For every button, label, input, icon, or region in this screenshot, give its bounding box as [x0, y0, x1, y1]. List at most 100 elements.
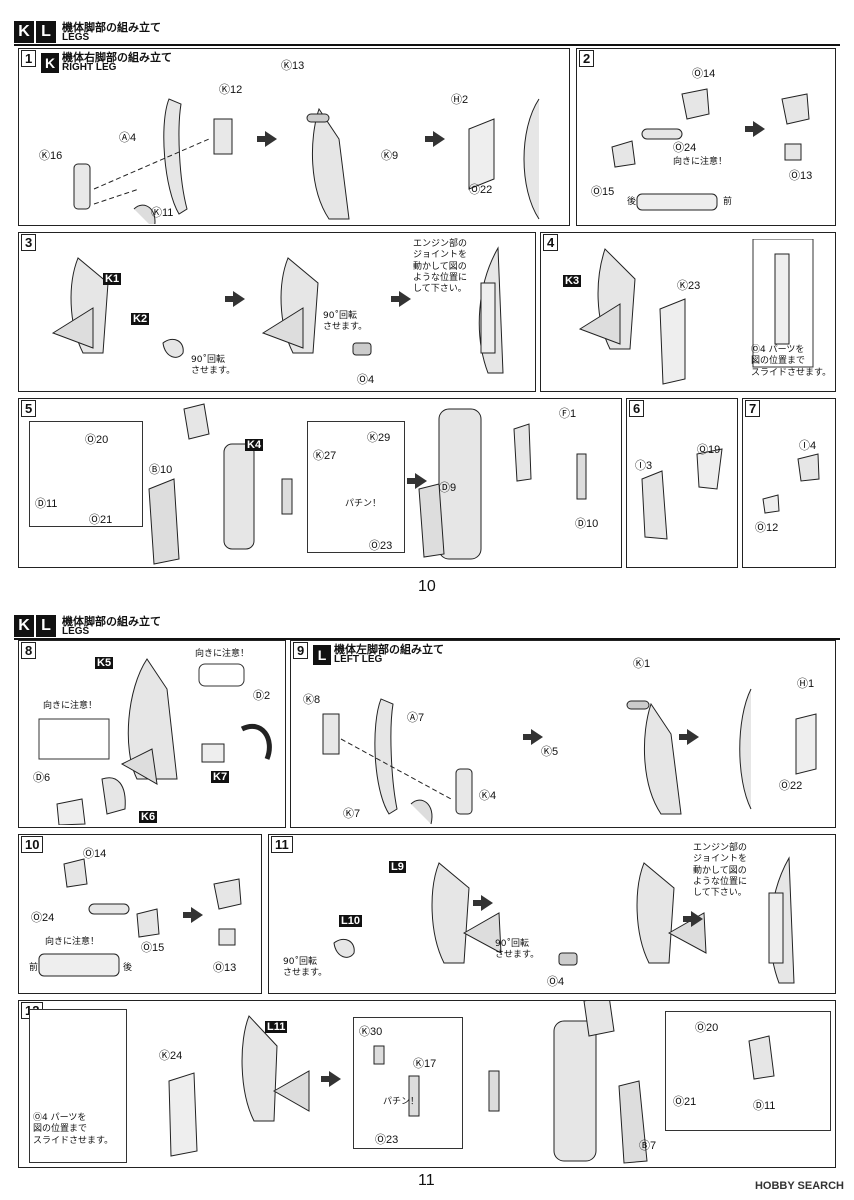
part-label-d6: Ⓓ6	[33, 772, 51, 784]
part-label-d11: Ⓓ11	[753, 1100, 776, 1112]
section-title-jp: 機体脚部の組み立て	[62, 20, 161, 34]
ref-tag-k4: K4	[245, 439, 264, 451]
rotate-note: 90˚回転 させます。	[283, 957, 328, 979]
part-label-k8: Ⓚ8	[303, 694, 321, 706]
leg-armor-illustration	[578, 239, 814, 385]
next-arrow	[425, 131, 445, 147]
snap-note: パチン！	[383, 1097, 420, 1107]
part-label-d11: Ⓓ11	[35, 498, 58, 510]
caution-note: 向きに注意！	[673, 157, 728, 167]
watermark: HOBBY SEARCH	[754, 1180, 844, 1192]
part-label-k13: Ⓚ13	[281, 60, 305, 72]
step-title-jp: 機体右脚部の組み立て	[62, 51, 172, 64]
step-6-panel: 6 Ⓘ3 Ⓞ19	[626, 398, 738, 568]
section-header-bottom: K L 機体脚部の組み立て LEGS	[14, 612, 161, 640]
badge-l: L	[36, 21, 56, 43]
header-rule	[14, 44, 840, 46]
ref-tag-l11: L11	[265, 1021, 288, 1033]
rotate-note: 90˚回転 させます。	[323, 311, 368, 333]
slide-note: Ⓞ4 パーツを 図の位置まで スライドさせます。	[751, 345, 832, 378]
part-label-o21: Ⓞ21	[89, 514, 113, 526]
badge-k: K	[14, 615, 34, 637]
ref-tag-k2: K2	[131, 313, 150, 325]
badge-k: K	[41, 52, 59, 73]
part-label-k29: Ⓚ29	[367, 432, 391, 444]
step-7-panel: 7 Ⓘ4 Ⓞ12	[742, 398, 836, 568]
step-number: 6	[629, 400, 645, 417]
part-label-o23: Ⓞ23	[375, 1134, 399, 1146]
detail-inset	[353, 1017, 463, 1149]
part-label-k24: Ⓚ24	[159, 1050, 183, 1062]
step-number: 9	[293, 642, 309, 659]
part-label-k9: Ⓚ9	[381, 150, 399, 162]
detail-inset	[29, 421, 143, 527]
caution-note: 向きに注意！	[45, 937, 100, 947]
rotate-note: 90˚回転 させます。	[495, 939, 540, 961]
next-arrow	[745, 121, 765, 137]
section-header-top: K L 機体脚部の組み立て LEGS	[14, 18, 161, 46]
step-5-panel: 5 K4 パチン！ Ⓞ20 Ⓓ11 Ⓞ21 Ⓑ10 Ⓚ27 Ⓚ29 Ⓞ23 Ⓓ9…	[18, 398, 622, 568]
step-4-panel: 4 K3 Ⓚ23 Ⓞ4 パーツを 図の位置まで スライドさせます。	[540, 232, 836, 392]
caution-note: 向きに注意！	[195, 649, 250, 659]
page-11: K L 機体脚部の組み立て LEGS 8 K5 K7 K6 向きに注意！ 向きに…	[0, 600, 854, 1200]
next-arrow	[183, 907, 203, 923]
ref-tag-k5: K5	[95, 657, 114, 669]
part-label-k23: Ⓚ23	[677, 280, 701, 292]
part-label-o22: Ⓞ22	[779, 780, 803, 792]
step-title-en: LEFT LEG	[334, 654, 383, 665]
next-arrow	[523, 729, 543, 745]
part-label-k11: Ⓚ11	[151, 207, 174, 219]
part-label-k30: Ⓚ30	[359, 1026, 383, 1038]
caution-note: 向きに注意！	[43, 701, 98, 711]
page-number: 10	[418, 578, 436, 595]
ref-tag-k3: K3	[563, 275, 582, 287]
part-label-k1: Ⓚ1	[633, 658, 651, 670]
step-number: 2	[579, 50, 595, 67]
step-number: 7	[745, 400, 761, 417]
page-number: 11	[418, 1172, 435, 1189]
part-label-o13: Ⓞ13	[789, 170, 813, 182]
rotate-note: 90˚回転 させます。	[191, 355, 236, 377]
step-10-panel: 10 Ⓞ14 Ⓞ24 Ⓞ15 Ⓞ13 向きに注意！ 前 後	[18, 834, 262, 994]
part-label-k16: Ⓚ16	[39, 150, 63, 162]
step-number: 10	[21, 836, 44, 853]
part-label-k7: Ⓚ7	[343, 808, 361, 820]
part-label-o14: Ⓞ14	[692, 68, 716, 80]
part-label-k27: Ⓚ27	[313, 450, 337, 462]
engine-joint-note: エンジン部の ジョイントを 動かして図の ような位置に して下さい。	[413, 239, 468, 294]
step-8-panel: 8 K5 K7 K6 向きに注意！ 向きに注意！ Ⓓ2 Ⓓ6	[18, 640, 286, 828]
leg-assembly-illustration	[51, 246, 504, 374]
next-arrow	[407, 473, 427, 489]
step-11-panel: 11 L9 L10 90˚回転 させます。 90˚回転 させます。 Ⓞ4 エンジ…	[268, 834, 836, 994]
part-label-o20: Ⓞ20	[85, 434, 109, 446]
next-arrow	[391, 291, 411, 307]
ref-tag-k7: K7	[211, 771, 230, 783]
step-number: 1	[21, 50, 37, 67]
badge-l: L	[313, 644, 331, 665]
step-number: 5	[21, 400, 37, 417]
step-12-panel: 12 L11 Ⓚ24 Ⓞ4 パーツを 図の位置まで スライドさせます。 パチン！…	[18, 1000, 836, 1168]
next-arrow	[683, 911, 703, 927]
part-label-d10: Ⓓ10	[575, 518, 599, 530]
next-arrow	[473, 895, 493, 911]
part-label-b10: Ⓑ10	[149, 464, 173, 476]
step-number: 3	[21, 234, 37, 251]
part-label-a4: Ⓐ4	[119, 132, 137, 144]
step-number: 4	[543, 234, 559, 251]
leg-parts-illustration	[322, 688, 817, 825]
header-rule	[14, 638, 840, 640]
ref-tag-k6: K6	[139, 811, 158, 823]
part-label-f1: Ⓕ1	[559, 408, 577, 420]
part-label-o19: Ⓞ19	[697, 444, 721, 456]
ref-tag-l10: L10	[339, 915, 362, 927]
back-label: 後	[123, 963, 133, 973]
part-label-k17: Ⓚ17	[413, 1058, 437, 1070]
next-arrow	[257, 131, 277, 147]
next-arrow	[321, 1071, 341, 1087]
step-2-panel: 2 Ⓞ14 Ⓞ24 Ⓞ15 Ⓞ13 向きに注意！ 後 前	[576, 48, 836, 226]
ref-tag-k1: K1	[103, 273, 122, 285]
part-label-o15: Ⓞ15	[591, 186, 615, 198]
step-title-jp: 機体左脚部の組み立て	[334, 643, 444, 656]
part-label-k4: Ⓚ4	[479, 790, 497, 802]
